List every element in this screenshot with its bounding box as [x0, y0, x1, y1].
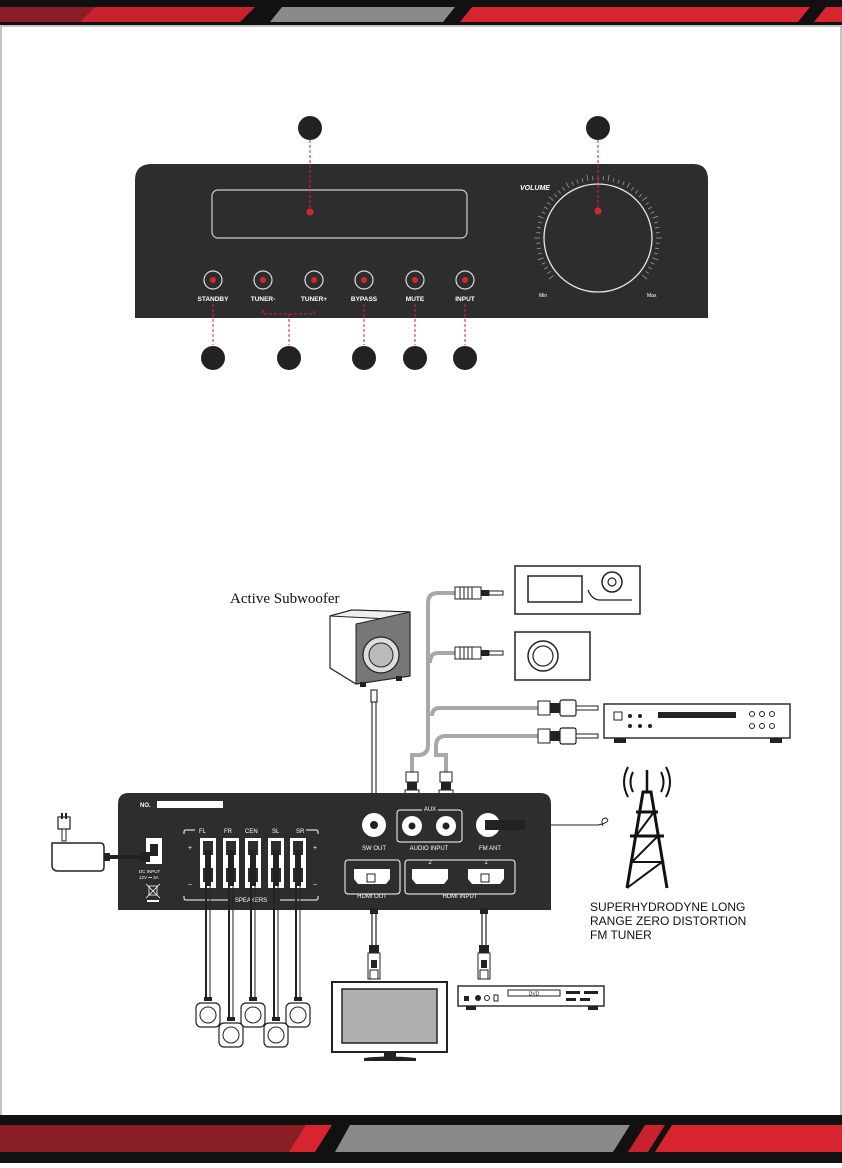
polarity-minus-right: −: [313, 882, 317, 889]
button-label: TUNER-: [251, 296, 276, 303]
satellite-speaker-icon: [219, 1023, 243, 1047]
callout-marker-mute: [403, 346, 427, 370]
channel-label-cen: CEN: [245, 829, 258, 835]
minijack-plug-top: [455, 587, 503, 599]
polarity-plus-left: +: [188, 845, 192, 852]
hdmi-cable-tv: [368, 908, 380, 979]
dc-input-label: DC INPUT: [139, 869, 161, 874]
rear-panel: NO. DC INPUT 12V ⎓ 3A FL FR CEN SL SR SP…: [118, 793, 551, 910]
tuner-caption-line-3: FM TUNER: [590, 928, 652, 942]
button-label: INPUT: [455, 296, 475, 303]
channel-label-sl: SL: [272, 829, 280, 835]
satellite-speaker-icon: [241, 1003, 265, 1027]
rca-plug-upper: [538, 700, 598, 716]
callout-marker-bypass: [352, 346, 376, 370]
channel-label-fr: FR: [224, 829, 233, 835]
button-label: STANDBY: [198, 296, 230, 303]
cd-player-icon: [604, 704, 790, 743]
fm-ant-label: FM ANT: [479, 846, 501, 852]
serial-no-field: [157, 801, 223, 808]
dvd-player-icon: DVD: [458, 986, 604, 1010]
rca-plug-lower: [538, 728, 598, 744]
callout-marker-standby: [201, 346, 225, 370]
bottom-decor-band: [0, 1115, 842, 1163]
speaker-terminal: [245, 838, 261, 888]
volume-max-label: Max: [647, 293, 657, 299]
callout-marker-volume: [586, 116, 610, 140]
subwoofer-icon: [330, 610, 410, 687]
aux-label: AUX: [424, 807, 436, 813]
hdmi-input-label: HDMI INPUT: [443, 894, 478, 900]
satellite-speaker-icon: [196, 1003, 220, 1027]
speaker-terminal: [268, 838, 284, 888]
channel-label-fl: FL: [199, 829, 207, 835]
button-label: MUTE: [406, 296, 425, 303]
tuner-caption-line-2: RANGE ZERO DISTORTION: [590, 914, 746, 928]
volume-label: VOLUME: [520, 185, 550, 192]
callout-marker-input: [453, 346, 477, 370]
speaker-terminal: [290, 838, 306, 888]
minijack-plug-middle: [455, 647, 503, 659]
subwoofer-cable: [369, 690, 379, 809]
callout-marker-tuner: [277, 346, 301, 370]
mp3-player-icon: [515, 632, 590, 680]
fm-antenna-tower-icon: [624, 767, 670, 888]
audio-input-label: AUDIO INPUT: [410, 846, 449, 852]
dvd-label: DVD: [529, 992, 540, 998]
tv-icon: [332, 982, 447, 1061]
subwoofer-label: Active Subwoofer: [230, 591, 340, 607]
sw-out-label: SW OUT: [362, 846, 386, 852]
hdmi-input-2-port: [412, 869, 448, 884]
speaker-terminal: [200, 838, 216, 888]
satellite-speaker-icon: [264, 1023, 288, 1047]
hdmi-cable-dvd: [478, 908, 490, 979]
dc-input-rating: 12V ⎓ 3A: [139, 875, 159, 880]
aux-trunk-cables: [412, 593, 538, 775]
callout-marker-display: [298, 116, 322, 140]
portable-player-icon: [515, 566, 640, 614]
polarity-minus-left: −: [188, 882, 192, 889]
button-label: TUNER+: [301, 296, 327, 303]
button-label: BYPASS: [351, 296, 378, 303]
serial-no-label: NO.: [140, 803, 151, 809]
satellite-speaker-icon: [286, 1003, 310, 1027]
front-panel: VOLUME Min Max STANDBY TUNER- TUNER+ BYP…: [135, 164, 708, 318]
polarity-plus-right: +: [313, 845, 317, 852]
channel-label-sr: SR: [296, 829, 305, 835]
volume-min-label: Min: [539, 293, 547, 299]
top-decor-band: [0, 0, 842, 25]
speaker-terminal: [223, 838, 239, 888]
tuner-caption-line-1: SUPERHYDRODYNE LONG: [590, 900, 745, 914]
hdmi-out-label: HDMI OUT: [357, 894, 387, 900]
